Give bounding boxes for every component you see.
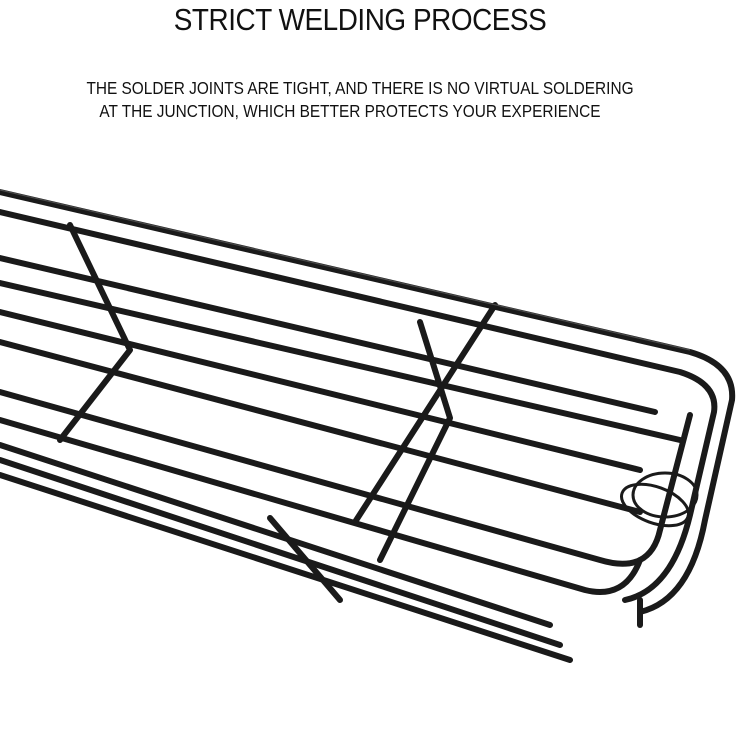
basket-crossbars: [57, 222, 643, 628]
description-line-2: AT THE JUNCTION, WHICH BETTER PROTECTS Y…: [99, 101, 601, 121]
basket-rails: [0, 189, 736, 663]
ring-hooks: [620, 471, 699, 528]
description-line-1: THE SOLDER JOINTS ARE TIGHT, AND THERE I…: [86, 78, 634, 98]
heading-title: STRICT WELDING PROCESS: [173, 2, 547, 37]
